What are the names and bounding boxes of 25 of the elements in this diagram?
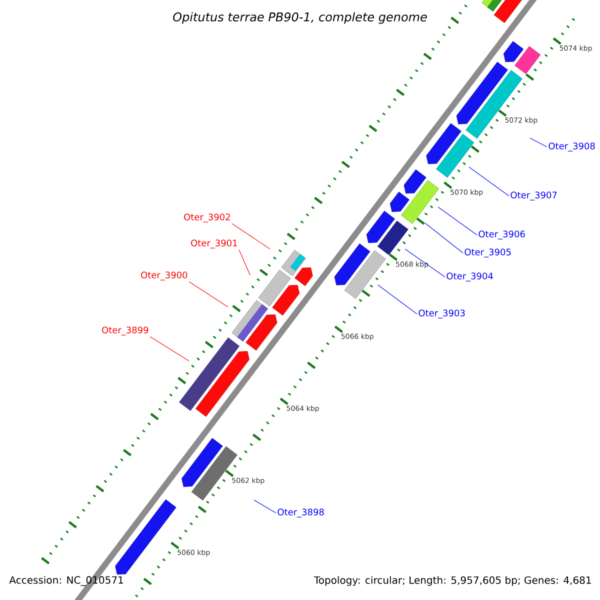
leader-line — [530, 138, 548, 148]
gene-label: Oter_3905 — [464, 248, 511, 258]
leader-line — [232, 223, 270, 250]
genome-summary: Topology: circular; Length: 5,957,605 bp; Genes: 4,681 — [314, 576, 591, 586]
leader-line — [150, 336, 190, 362]
gene-label: Oter_3908 — [548, 142, 595, 152]
leader-line — [404, 248, 446, 278]
leader-line — [378, 284, 418, 314]
gene-label: Oter_3906 — [478, 230, 525, 240]
gene-label: Oter_3902 — [184, 214, 230, 222]
gene-label: Oter_3898 — [278, 508, 324, 518]
gene-label: Oter_3901 — [191, 240, 237, 248]
leader-line — [438, 206, 478, 236]
leader-line — [188, 281, 228, 308]
gene-label: Oter_3904 — [446, 272, 493, 282]
accession-text: Accession: NC_010571 — [9, 576, 123, 586]
leader-line — [424, 222, 464, 254]
gene-label: Oter_3900 — [141, 272, 188, 280]
leader-line — [254, 500, 276, 514]
gene-label: Oter_3907 — [510, 192, 557, 200]
gene-label: Oter_3899 — [102, 326, 148, 336]
title: Opitutus terrae PB90-1, complete genome — [173, 12, 427, 24]
gene-label: Oter_3903 — [418, 310, 465, 318]
leader-line — [468, 166, 510, 196]
leader-line — [238, 249, 250, 276]
